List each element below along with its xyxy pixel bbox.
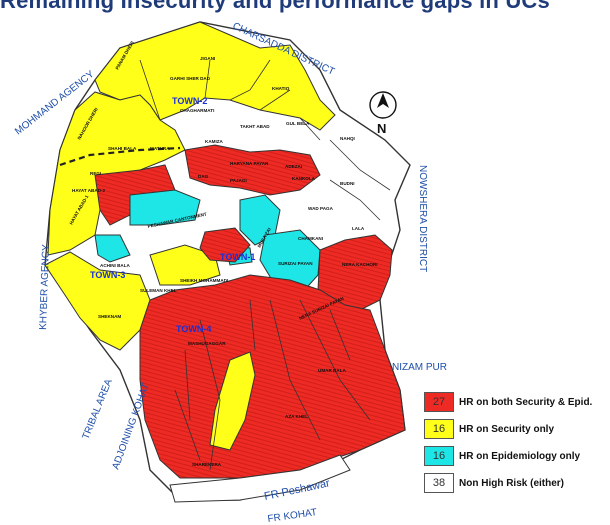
uc-surizai-payan: SURIZAI PAYAN xyxy=(278,261,313,266)
label-nizampur: NIZAM PUR xyxy=(392,362,447,373)
uc-boundaries xyxy=(139,59,391,471)
legend-label-security: HR on Security only xyxy=(459,423,555,435)
region-center-red xyxy=(199,227,251,263)
label-khyber: KHYBER AGENCY xyxy=(38,244,52,330)
uc-jigani: JIGANI xyxy=(200,56,215,61)
compass-letter: N xyxy=(377,121,386,136)
uc-sharekera: SHAREKERA xyxy=(192,462,222,467)
uc-gul-bela: GUL BELA xyxy=(286,121,310,126)
uc-dag: DAG xyxy=(198,174,209,179)
uc-sheikh-mohammadi: SHEIKH MOHAMMADI xyxy=(180,278,228,283)
town-3-label: TOWN-3 xyxy=(90,270,125,280)
legend-swatch-security: 16 xyxy=(424,419,454,439)
uc-shahi-bala: SHAHI BALA xyxy=(108,146,137,151)
town-2-label: TOWN-2 xyxy=(172,96,207,106)
uc-haryana-payan: HARYANA PAYAN xyxy=(230,161,269,166)
uc-khatiq: KHATIQ xyxy=(272,86,290,91)
uc-achini-bala: ACHINI BALA xyxy=(100,263,131,268)
uc-hayatabad-2: HAYAT ABAD-2 xyxy=(72,188,106,193)
label-nowshera: NOWSHERA DISTRICT xyxy=(417,165,428,272)
uc-sheknam: SHEKNAM xyxy=(98,314,121,319)
uc-nahqi: NAHQI xyxy=(340,136,355,141)
fr-peshawar-strip xyxy=(169,454,351,503)
uc-kankola: KANKOLA xyxy=(292,176,316,181)
uc-adezai: ADEZAI xyxy=(285,164,302,169)
label-fr-kohat: FR KOHAT xyxy=(267,507,318,525)
region-north-red xyxy=(184,144,321,196)
town-1-label: TOWN-1 xyxy=(220,252,255,262)
uc-lala: LALA xyxy=(352,226,365,231)
map-title: Remaining Insecurity and performance gap… xyxy=(0,0,550,13)
uc-kamiza: KAMIZA xyxy=(205,139,224,144)
legend-row-security: 16 HR on Security only xyxy=(424,417,608,441)
uc-nera-kachori: NERA KACHORI xyxy=(342,262,378,267)
legend-label-both: HR on both Security & Epid. xyxy=(459,396,593,408)
uc-mashugaggar: MASHUGAGGAR xyxy=(188,341,226,346)
region-cyan-1 xyxy=(129,189,201,226)
region-south-red xyxy=(139,274,406,479)
region-center-yellow xyxy=(149,244,221,286)
legend-swatch-non-high-risk: 38 xyxy=(424,473,454,493)
compass-north-icon: N xyxy=(369,91,397,136)
legend: 27 HR on both Security & Epid. 16 HR on … xyxy=(424,390,608,498)
legend-label-epidemiology: HR on Epidemiology only xyxy=(459,450,581,462)
region-cyan-4 xyxy=(94,234,131,263)
town-4-label: TOWN-4 xyxy=(176,324,211,334)
town-boundary-dashed xyxy=(59,146,181,167)
uc-wad-paga: WAD PAGA xyxy=(308,206,334,211)
legend-row-non-high-risk: 38 Non High Risk (either) xyxy=(424,471,608,495)
legend-swatch-both: 27 xyxy=(424,392,454,412)
uc-aza-khel: AZA KHEL xyxy=(285,414,308,419)
uc-chagharmati: CHAGHARMATI xyxy=(180,108,214,113)
legend-swatch-epidemiology: 16 xyxy=(424,446,454,466)
uc-takht-abad: TAKHT ABAD xyxy=(240,124,270,129)
region-south-yellow xyxy=(209,351,256,451)
uc-mathra: MATHRA xyxy=(150,146,170,151)
legend-label-non-high-risk: Non High Risk (either) xyxy=(459,477,565,489)
legend-row-epidemiology: 16 HR on Epidemiology only xyxy=(424,444,608,468)
uc-umar-bala: UMAR BALA xyxy=(318,368,346,373)
uc-chamkani: CHAMKANI xyxy=(298,236,323,241)
uc-budni: BUDNI xyxy=(340,181,355,186)
legend-row-both: 27 HR on both Security & Epid. xyxy=(424,390,608,414)
uc-garhi-sher-dad: GARHI SHER DAD xyxy=(170,76,211,81)
uc-pajagi: PAJAGI xyxy=(230,178,247,183)
uc-suleman-khel: SULEMAN KHEL xyxy=(140,288,177,293)
label-tribal: TRIBAL AREA xyxy=(81,377,115,441)
uc-regi: REGI xyxy=(90,171,101,176)
